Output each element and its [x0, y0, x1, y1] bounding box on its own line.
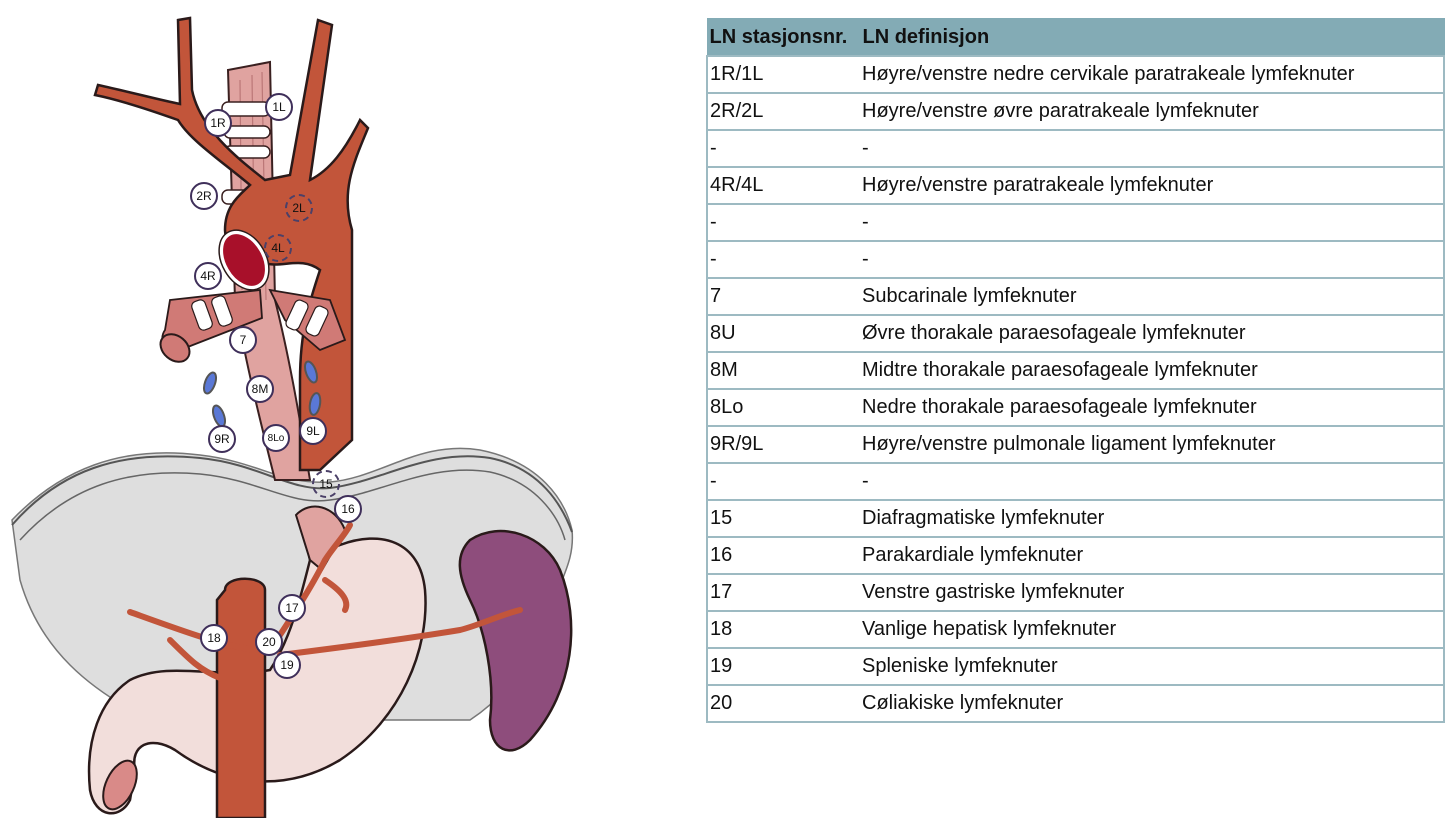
lymph-node-marker-1r: 1R: [204, 109, 232, 137]
definition-cell: Vanlige hepatisk lymfeknuter: [860, 610, 1445, 649]
definition-cell: -: [860, 203, 1445, 242]
definition-cell: Nedre thorakale paraesofageale lymfeknut…: [860, 388, 1445, 427]
pulmonary-veins: [202, 360, 322, 428]
definition-cell: Venstre gastriske lymfeknuter: [860, 573, 1445, 612]
definition-cell: -: [860, 129, 1445, 168]
lymph-node-marker-19: 19: [273, 651, 301, 679]
station-cell: -: [706, 203, 860, 242]
station-cell: 17: [706, 573, 860, 612]
definition-cell: Subcarinale lymfeknuter: [860, 277, 1445, 316]
lymph-node-marker-4r: 4R: [194, 262, 222, 290]
definition-cell: Cøliakiske lymfeknuter: [860, 684, 1445, 723]
station-cell: 1R/1L: [706, 55, 860, 94]
definition-cell: Høyre/venstre pulmonale ligament lymfekn…: [860, 425, 1445, 464]
station-cell: 2R/2L: [706, 92, 860, 131]
celiac-branches: [127, 522, 523, 681]
lymph-node-marker-2r: 2R: [190, 182, 218, 210]
definition-cell: Øvre thorakale paraesofageale lymfeknute…: [860, 314, 1445, 353]
station-cell: 19: [706, 647, 860, 686]
lymph-node-marker-16: 16: [334, 495, 362, 523]
definition-cell: Høyre/venstre øvre paratrakeale lymfeknu…: [860, 92, 1445, 131]
definition-cell: Midtre thorakale paraesofageale lymfeknu…: [860, 351, 1445, 390]
station-cell: -: [706, 129, 860, 168]
anatomy-illustration: [11, 16, 574, 818]
station-cell: 15: [706, 499, 860, 538]
definition-cell: Høyre/venstre nedre cervikale paratrakea…: [860, 55, 1445, 94]
station-cell: -: [706, 240, 860, 279]
definition-cell: Spleniske lymfeknuter: [860, 647, 1445, 686]
column-header-station: LN stasjonsnr.: [706, 18, 861, 57]
table-row: --: [706, 203, 1445, 242]
lymph-node-marker-18: 18: [200, 624, 228, 652]
diaphragm-line-inner: [19, 469, 566, 541]
station-cell: 8M: [706, 351, 860, 390]
station-cell: 9R/9L: [706, 425, 860, 464]
definition-cell: Parakardiale lymfeknuter: [860, 536, 1445, 575]
lymph-node-marker-20: 20: [255, 628, 283, 656]
definition-cell: Høyre/venstre paratrakeale lymfeknuter: [860, 166, 1445, 205]
lymph-node-marker-9r: 9R: [208, 425, 236, 453]
table-row: --: [706, 240, 1445, 279]
station-cell: 7: [706, 277, 860, 316]
lymph-node-marker-8m: 8M: [246, 375, 274, 403]
station-cell: 8Lo: [706, 388, 860, 427]
lymph-node-marker-4l: 4L: [264, 234, 292, 262]
station-cell: 4R/4L: [706, 166, 860, 205]
lymph-node-marker-15: 15: [312, 470, 340, 498]
lymph-node-marker-2l: 2L: [285, 194, 313, 222]
station-cell: 20: [706, 684, 860, 723]
column-header-definition: LN definisjon: [859, 18, 1445, 57]
table-header-row: LN stasjonsnr. LN definisjon: [706, 18, 1445, 57]
definition-cell: -: [860, 240, 1445, 279]
lymph-node-marker-8lo: 8Lo: [262, 424, 290, 452]
table-row: --: [706, 129, 1445, 168]
definition-cell: Diafragmatiske lymfeknuter: [860, 499, 1445, 538]
station-cell: 8U: [706, 314, 860, 353]
station-cell: 18: [706, 610, 860, 649]
abdominal-aorta: [215, 577, 267, 818]
spleen: [458, 529, 573, 752]
lymph-node-marker-1l: 1L: [265, 93, 293, 121]
station-cell: 16: [706, 536, 860, 575]
lymph-node-marker-9l: 9L: [299, 417, 327, 445]
lymph-node-marker-7: 7: [229, 326, 257, 354]
definition-cell: -: [860, 462, 1445, 501]
table-row: --: [706, 462, 1445, 501]
vessel-lumen: [219, 230, 269, 290]
lymph-node-marker-17: 17: [278, 594, 306, 622]
station-cell: -: [706, 462, 860, 501]
